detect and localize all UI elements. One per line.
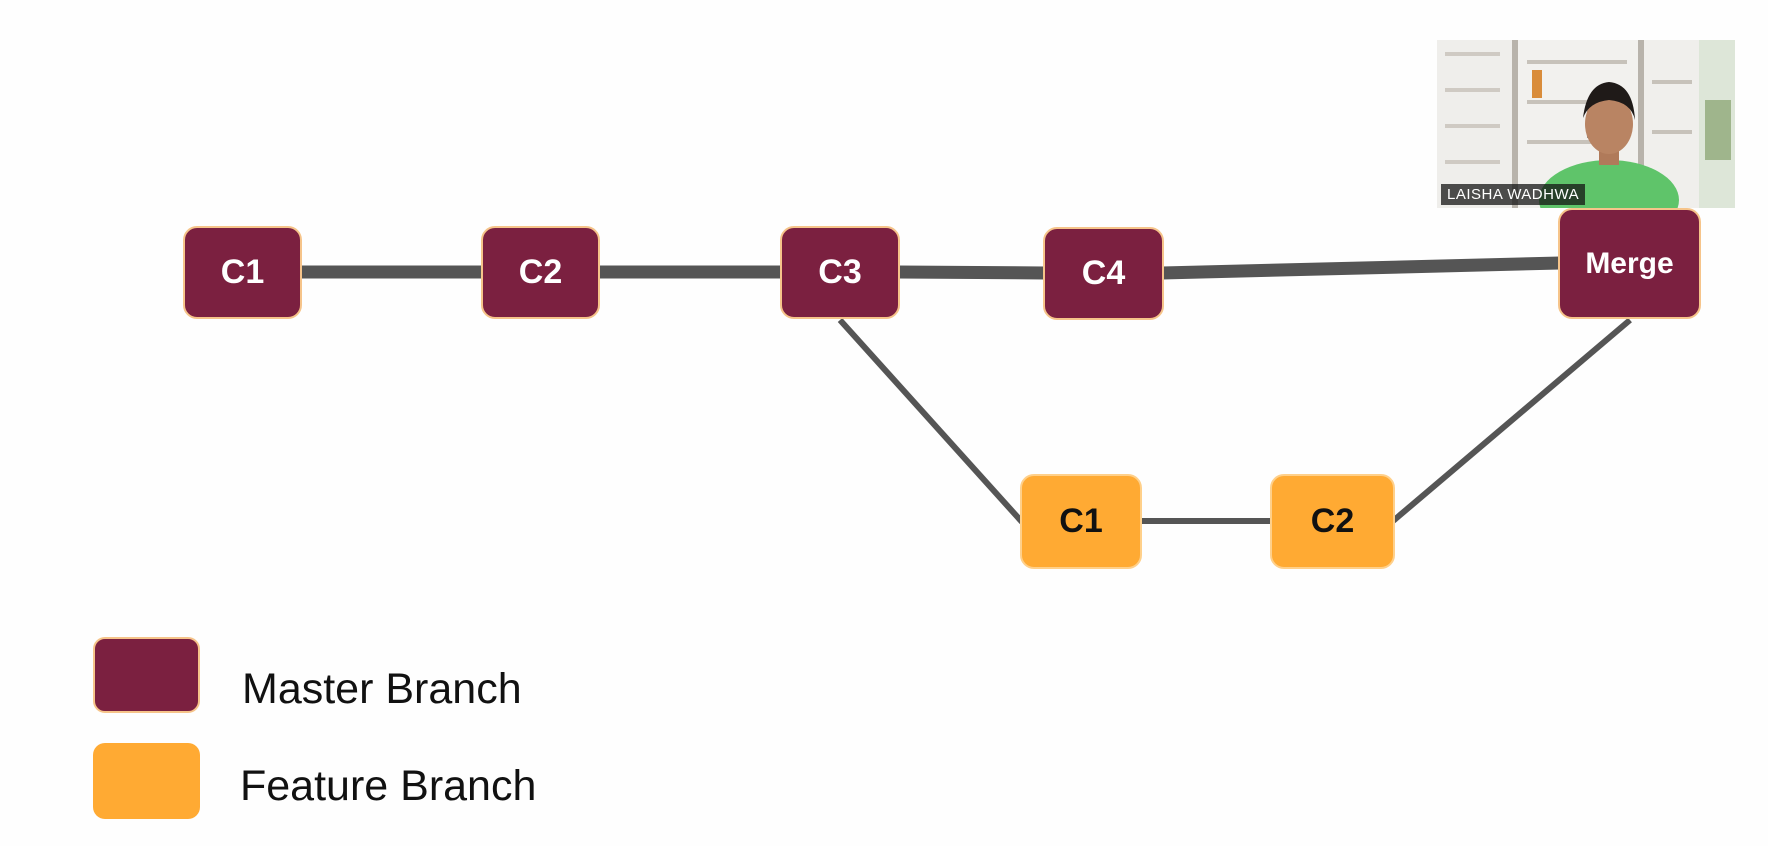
presenter-webcam-video: LAISHA WADHWA <box>1437 40 1735 208</box>
feature-commit-c2: C2 <box>1270 474 1395 569</box>
presenter-video-frame <box>1437 40 1735 208</box>
edge-m3-f1 <box>837 317 1025 525</box>
legend-master-swatch <box>93 637 200 713</box>
master-commit-c1-label: C1 <box>220 253 265 291</box>
edge-f2-merge <box>1391 317 1632 524</box>
feature-commit-c2-label: C2 <box>1310 502 1355 540</box>
master-commit-c4-label: C4 <box>1081 254 1126 292</box>
master-commit-c3-label: C3 <box>818 253 862 291</box>
edge-m4-merge <box>1161 256 1561 280</box>
legend-feature-label: Feature Branch <box>240 762 537 810</box>
merge-commit-label: Merge <box>1585 246 1674 280</box>
master-commit-c2: C2 <box>481 226 600 319</box>
master-commit-c3: C3 <box>780 226 900 319</box>
merge-commit: Merge <box>1558 208 1701 319</box>
feature-commit-c1-label: C1 <box>1059 502 1103 540</box>
master-commit-c1: C1 <box>183 226 302 319</box>
presenter-name-tag: LAISHA WADHWA <box>1441 184 1586 205</box>
legend-master-label: Master Branch <box>242 665 522 713</box>
legend-feature-swatch <box>93 743 200 819</box>
master-commit-c4: C4 <box>1043 227 1164 320</box>
master-commit-c2-label: C2 <box>518 253 563 291</box>
feature-commit-c1: C1 <box>1020 474 1142 569</box>
edge-m3-m4 <box>897 265 1046 280</box>
